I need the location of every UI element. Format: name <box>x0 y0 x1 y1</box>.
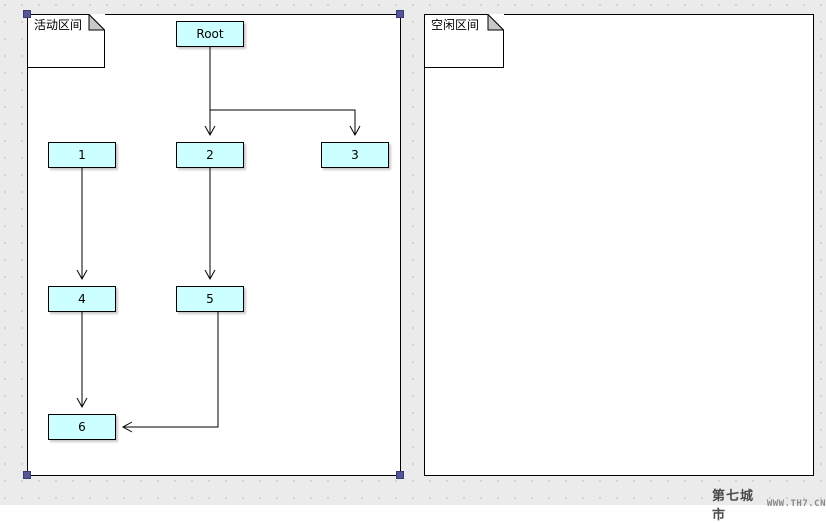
note-idle-region[interactable]: 空闲区间 <box>424 14 504 68</box>
node-3[interactable]: 3 <box>321 142 389 168</box>
node-root[interactable]: Root <box>176 21 244 47</box>
note-shape-icon <box>27 14 105 68</box>
watermark-url: WWW.TH7.CN <box>766 499 826 509</box>
node-4[interactable]: 4 <box>48 286 116 312</box>
node-1[interactable]: 1 <box>48 142 116 168</box>
watermark: 第七城市 WWW.TH7.CN <box>712 485 826 523</box>
panel-idle-region[interactable] <box>424 14 814 476</box>
panel-active-region[interactable] <box>27 14 401 476</box>
node-6[interactable]: 6 <box>48 414 116 440</box>
selection-handle-top-right[interactable] <box>396 10 404 18</box>
selection-handle-bottom-right[interactable] <box>396 471 404 479</box>
watermark-brand: 第七城市 <box>712 489 755 523</box>
note-active-region[interactable]: 活动区间 <box>27 14 105 68</box>
note-label: 空闲区间 <box>431 18 480 32</box>
note-label: 活动区间 <box>34 18 83 32</box>
node-2[interactable]: 2 <box>176 142 244 168</box>
node-5[interactable]: 5 <box>176 286 244 312</box>
note-shape-icon <box>424 14 504 68</box>
selection-handle-bottom-left[interactable] <box>23 471 31 479</box>
selection-handle-top-left[interactable] <box>23 10 31 18</box>
